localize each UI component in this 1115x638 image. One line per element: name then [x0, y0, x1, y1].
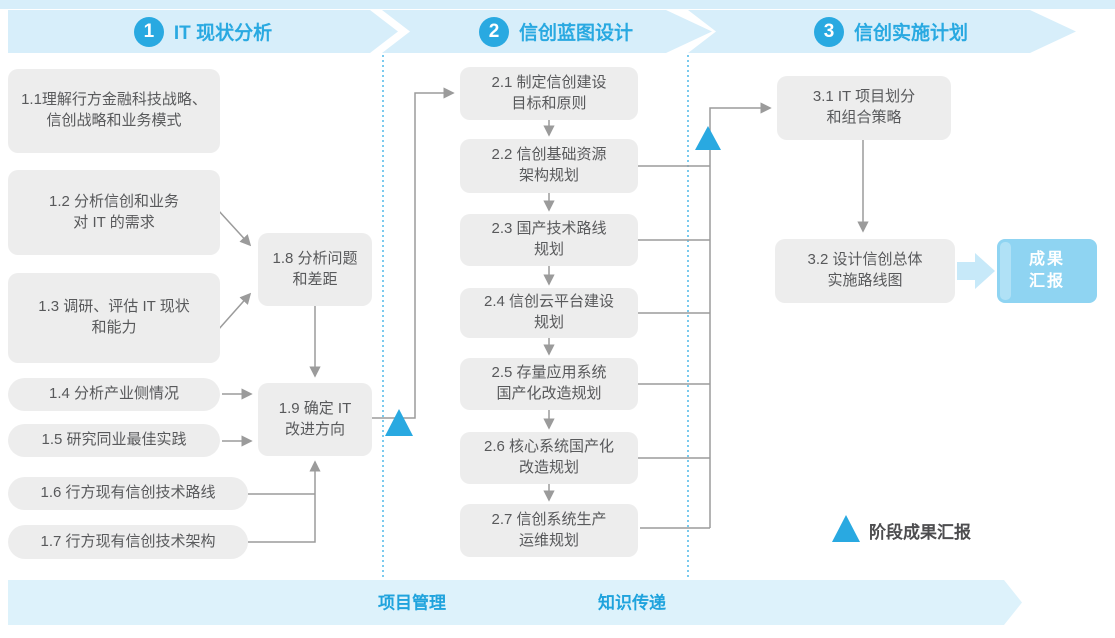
result-fat-arrow-icon	[957, 253, 995, 289]
step-2-3-box: 2.3 国产技术路线 规划	[460, 214, 638, 266]
phase-2-number-badge: 2	[478, 16, 509, 47]
step-text: 实施路线图	[827, 272, 903, 289]
step-text: 2.1 制定信创建设	[491, 73, 607, 91]
phase-3-title: 信创实施计划	[853, 23, 968, 44]
phase-2-title: 信创蓝图设计	[518, 23, 633, 44]
step-3-1-box: 3.1 IT 项目划分 和组合策略	[777, 76, 951, 140]
step-2-5-box: 2.5 存量应用系统 国产化改造规划	[460, 358, 638, 410]
step-text: 和能力	[91, 319, 137, 336]
result-text: 汇报	[1028, 273, 1065, 290]
step-text: 目标和原则	[511, 94, 587, 112]
step-2-1-box: 2.1 制定信创建设 目标和原则	[460, 67, 638, 120]
step-2-2-box: 2.2 信创基础资源 架构规划	[460, 139, 638, 193]
step-2-6-box: 2.6 核心系统国产化 改造规划	[460, 432, 638, 484]
milestone-triangle-icon	[695, 126, 721, 150]
footer-banner	[8, 580, 1022, 625]
phase-3-band: 3 信创实施计划	[688, 10, 1076, 53]
step-1-3-box: 1.3 调研、评估 IT 现状 和能力	[8, 273, 220, 363]
step-text: 国产化改造规划	[496, 385, 602, 402]
phase-1-number-badge: 1	[133, 16, 164, 47]
milestone-triangle-icon	[385, 409, 413, 436]
step-text: 和差距	[292, 270, 338, 288]
step-1-2-box: 1.2 分析信创和业务 对 IT 的需求	[8, 170, 220, 255]
step-1-1-box: 1.1理解行方金融科技战略、 信创战略和业务模式	[8, 69, 220, 153]
step-text: 3.1 IT 项目划分	[812, 88, 916, 106]
phase-1-title: IT 现状分析	[173, 23, 273, 44]
phase-1-band: 1 IT 现状分析	[8, 10, 398, 53]
step-text: 架构规划	[518, 167, 579, 184]
footer-item-knowledge-transfer: 知识传递	[598, 593, 666, 613]
step-text: 规划	[533, 241, 564, 258]
step-text: 和组合策略	[826, 109, 902, 126]
step-text: 运维规划	[518, 531, 579, 549]
phase-2-band: 2 信创蓝图设计	[382, 10, 712, 53]
step-text: 1.4 分析产业侧情况	[48, 385, 180, 403]
step-text: 1.7 行方现有信创技术架构	[40, 532, 216, 550]
step-2-4-box: 2.4 信创云平台建设 规划	[460, 288, 638, 338]
step-text: 2.2 信创基础资源	[491, 146, 607, 164]
step-text: 2.4 信创云平台建设	[483, 293, 615, 311]
step-text: 1.2 分析信创和业务	[48, 192, 180, 210]
step-text: 改进方向	[284, 420, 345, 438]
step-text: 2.6 核心系统国产化	[483, 438, 615, 456]
step-1-9-box: 1.9 确定 IT 改进方向	[258, 383, 372, 456]
step-text: 1.5 研究同业最佳实践	[41, 431, 187, 449]
step-text: 2.7 信创系统生产	[491, 510, 607, 528]
result-text: 成果	[1028, 250, 1065, 268]
result-report-box: 成果 汇报	[997, 239, 1097, 303]
step-1-5-box: 1.5 研究同业最佳实践	[8, 424, 220, 457]
step-2-7-box: 2.7 信创系统生产 运维规划	[460, 504, 638, 557]
step-text: 1.8 分析问题	[272, 249, 358, 267]
step-text: 对 IT 的需求	[73, 213, 155, 231]
step-1-6-box: 1.6 行方现有信创技术路线	[8, 477, 248, 510]
step-text: 3.2 设计信创总体	[807, 251, 923, 269]
step-text: 1.9 确定 IT	[278, 399, 352, 417]
step-text: 规划	[533, 314, 564, 331]
step-text: 1.1理解行方金融科技战略、	[21, 91, 207, 109]
step-text: 2.3 国产技术路线	[491, 220, 607, 238]
footer-item-project-management: 项目管理	[378, 593, 446, 613]
step-text: 信创战略和业务模式	[46, 112, 182, 129]
step-1-4-box: 1.4 分析产业侧情况	[8, 378, 220, 411]
step-3-2-box: 3.2 设计信创总体 实施路线图	[775, 239, 955, 303]
step-1-8-box: 1.8 分析问题 和差距	[258, 233, 372, 306]
result-box-stripe	[1000, 242, 1011, 300]
step-text: 1.6 行方现有信创技术路线	[40, 484, 216, 502]
step-text: 2.5 存量应用系统	[491, 364, 607, 382]
phase-3-number-badge: 3	[813, 16, 844, 47]
top-decor-strip	[0, 0, 1115, 9]
legend-label: 阶段成果汇报	[869, 523, 971, 542]
step-text: 1.3 调研、评估 IT 现状	[38, 298, 190, 316]
step-text: 改造规划	[518, 459, 579, 476]
step-1-7-box: 1.7 行方现有信创技术架构	[8, 525, 248, 559]
legend-triangle-icon	[832, 515, 860, 542]
